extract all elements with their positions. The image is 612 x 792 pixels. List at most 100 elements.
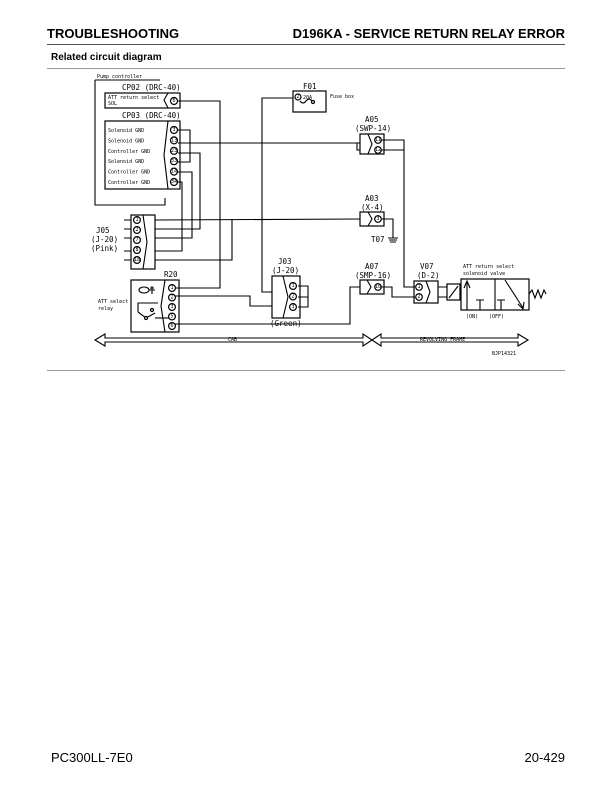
- connector-j03: J03 (J-20) (Green) 123: [270, 257, 309, 328]
- pump-controller-label: Pump controller: [97, 74, 142, 80]
- j05-type: (J-20): [91, 235, 118, 244]
- cp03-row-label: Controller GND: [108, 180, 150, 186]
- page-title: D196KA - SERVICE RETURN RELAY ERROR: [292, 26, 565, 41]
- ground-icon: [388, 237, 398, 243]
- cp03-row-label: Controller GND: [108, 170, 150, 176]
- valve-arrow-icon: [463, 279, 471, 310]
- connector-a07: A07 (SMP-16) 10: [355, 262, 391, 295]
- j05-pin: [133, 226, 142, 235]
- cp03-pin: [169, 157, 179, 166]
- a07-type: (SMP-16): [355, 271, 391, 280]
- page-header: TROUBLESHOOTING D196KA - SERVICE RETURN …: [47, 26, 565, 45]
- r20-pin-label: 2: [170, 295, 173, 301]
- cp03-pin: [169, 146, 179, 155]
- cp03-row-label: Solenoid GND: [108, 159, 144, 165]
- a05-name: A05: [365, 115, 379, 124]
- footer-model: PC300LL-7E0: [51, 750, 133, 765]
- cp03-pin: [169, 167, 179, 176]
- j05-pin-label: 1: [135, 217, 138, 223]
- cp03-row-label: Controller GND: [108, 149, 150, 155]
- a03-pin-label: 3: [376, 216, 379, 222]
- j05-pin-label: 2: [135, 227, 138, 233]
- j05-pin-label: 7: [135, 237, 138, 243]
- cp03-pin-label: 14: [171, 169, 177, 175]
- revolving-frame-zone-label: REVOLVING FRAME: [420, 337, 465, 343]
- r20-pin: [168, 322, 177, 331]
- j05-pin: [133, 246, 142, 255]
- cp02-pin: [169, 96, 179, 106]
- fuse-terminal-icon: [310, 99, 316, 105]
- f01-rating: 20A: [303, 95, 312, 101]
- f01-name: F01: [303, 82, 317, 91]
- zone-indicators: CAB REVOLVING FRAME BJP14321: [93, 332, 530, 357]
- section-title: TROUBLESHOOTING: [47, 26, 180, 41]
- a05-type: (SWP-14): [355, 124, 391, 133]
- a03-type: (X-4): [361, 203, 384, 212]
- fuse-box-f01: F01 2 20A Fuse box: [292, 82, 354, 113]
- cp03-pin: [169, 177, 179, 187]
- v07-pin-label: 1: [417, 284, 420, 290]
- r20-pin-label: 1: [170, 285, 173, 291]
- spring-icon: [528, 288, 547, 300]
- r20-label: ATT select: [98, 299, 128, 305]
- cp03-pin-label: 34: [171, 179, 177, 185]
- j05-pin: [133, 256, 142, 265]
- figure-id: BJP14321: [492, 351, 516, 357]
- connector-a03: A03 (X-4) 3 T07: [359, 194, 398, 244]
- cab-zone-label: CAB: [228, 337, 237, 343]
- cp03-pin-label: 3: [172, 127, 175, 133]
- cp03-pin: [169, 125, 179, 135]
- relay-r20: R20 ATT select relay 1 2 3 5 6: [98, 270, 180, 333]
- cp03-pin-label: 23: [171, 148, 177, 154]
- f01-label: Fuse box: [330, 94, 354, 100]
- revolving-frame-zone-arrow: [371, 332, 530, 348]
- divider-top: [47, 68, 565, 69]
- a05-pin-label: 12: [375, 147, 381, 153]
- cp03-pin-label: 13: [171, 137, 177, 143]
- cp03-name: CP03 (DRC-40): [122, 111, 181, 120]
- connector-a05: A05 (SWP-14) 11 12: [355, 115, 391, 155]
- r20-pin: [168, 312, 177, 321]
- j05-pin-label: 18: [134, 257, 140, 263]
- r20-pin-label: 3: [170, 304, 173, 310]
- j03-pin-label: 2: [291, 294, 294, 300]
- diode-icon: [149, 286, 155, 294]
- cp03-row-label: Solenoid GND: [108, 138, 144, 144]
- valve-label-2: solenoid valve: [463, 271, 505, 277]
- a05-pin-label: 11: [375, 137, 381, 143]
- cp03-connector: [104, 120, 181, 190]
- r20-pin-label: 6: [170, 323, 173, 329]
- cp02-row-label: ATT return select: [108, 95, 159, 101]
- j03-pin: [289, 282, 298, 291]
- divider-bottom: [47, 370, 565, 371]
- f01-pin: [294, 93, 302, 101]
- j03-pin-label: 3: [291, 304, 294, 310]
- r20-name: R20: [164, 270, 178, 279]
- t07-name: T07: [371, 235, 385, 244]
- pump-controller: Pump controller CP02 (DRC-40) ATT return…: [94, 74, 181, 206]
- cp02-name: CP02 (DRC-40): [122, 83, 181, 92]
- valve-label: ATT return select: [463, 264, 514, 270]
- a03-name: A03: [365, 194, 379, 203]
- cp03-row-label: Solenoid GND: [108, 128, 144, 134]
- v07-type: (D-2): [417, 271, 440, 280]
- cp03-pin: [169, 136, 179, 145]
- j03-pin: [289, 303, 298, 312]
- footer-page-number: 20-429: [524, 750, 565, 765]
- solenoid-valve: ATT return select solenoid valve (ON) (O…: [438, 264, 547, 320]
- cp03-pin-label: 33: [171, 158, 177, 164]
- j05-name: J05: [96, 226, 110, 235]
- r20-pin-label: 5: [170, 314, 173, 320]
- j03-pin: [289, 292, 298, 301]
- f01-pin-label: 2: [296, 94, 299, 100]
- wiring: [124, 97, 415, 325]
- r20-label-2: relay: [98, 306, 113, 312]
- r20-pin: [168, 303, 177, 312]
- r20-pin: [168, 293, 177, 302]
- j05-pin: [133, 236, 142, 245]
- cp02-row-label-2: SOL: [108, 101, 117, 107]
- v07-pin-label: 2: [417, 294, 420, 300]
- connector-v07: V07 (D-2) 1 2: [413, 262, 440, 304]
- j05-color: (Pink): [91, 244, 118, 253]
